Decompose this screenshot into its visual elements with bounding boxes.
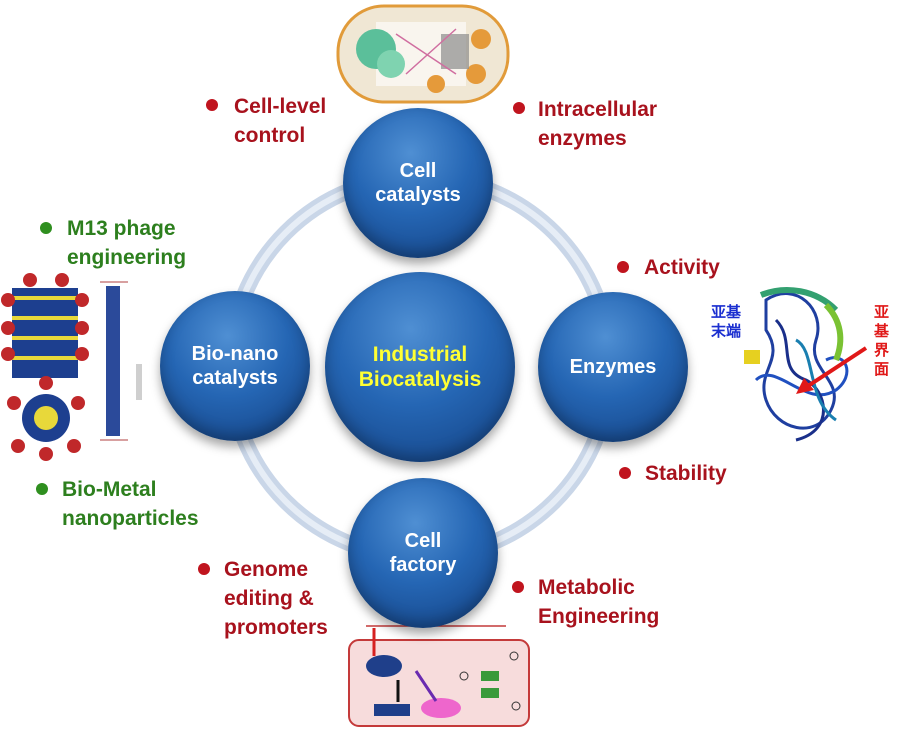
scroll-marker — [136, 364, 142, 400]
cell-catalyst-illustration — [336, 4, 510, 104]
interface-arrow — [796, 346, 868, 394]
enzymes-node: Enzymes — [538, 292, 688, 442]
bullet-dot — [617, 261, 629, 273]
enzyme-structure-illustration — [744, 287, 849, 442]
bullet-dot — [36, 483, 48, 495]
subunit-terminus-label: 亚基 末端 — [711, 304, 742, 340]
bullet-dot — [512, 581, 524, 593]
bullet-dot — [40, 222, 52, 234]
subunit-interface-label: 亚 基 界 面 — [874, 304, 890, 378]
phage-nanoparticle-illustration — [1, 273, 128, 461]
bullet-dot — [513, 102, 525, 114]
cell-factory-illustration — [348, 625, 530, 727]
bullet-dot — [619, 467, 631, 479]
bullet-dot — [206, 99, 218, 111]
stability-label: Stability — [645, 462, 727, 485]
activity-label: Activity — [644, 256, 720, 279]
bullet-dot — [198, 563, 210, 575]
